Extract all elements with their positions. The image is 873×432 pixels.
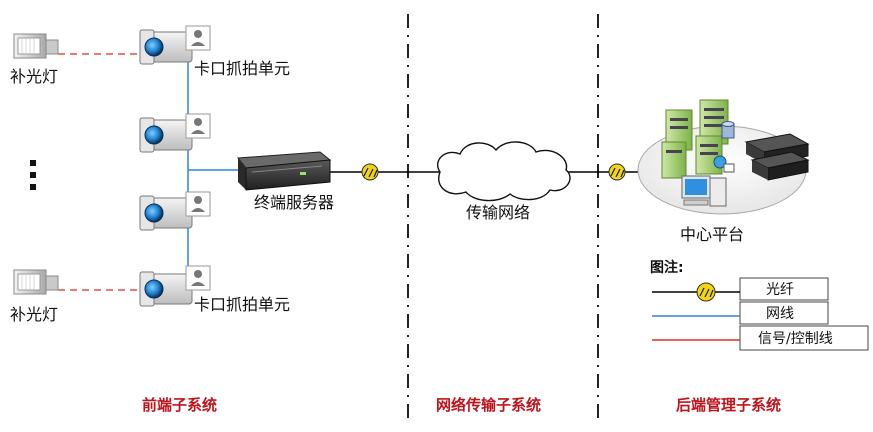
fill-light-label-top: 补光灯: [10, 67, 59, 86]
database-icon: [721, 121, 735, 139]
fill-light-icon-top: [13, 33, 59, 59]
terminal-server-icon: [237, 151, 332, 191]
fill-light-icon-bottom: [13, 269, 59, 295]
workstation-icon: [681, 175, 727, 207]
fiber-transceiver-icon-right: [608, 163, 626, 181]
server-tower-icon: [695, 135, 723, 175]
camera-icon-2: [139, 113, 211, 153]
capture-unit-label-bottom: 卡口抓拍单元: [194, 295, 291, 314]
subsystem-label-network: 网络传输子系统: [436, 396, 542, 414]
legend-label-fiber: 光纤: [766, 282, 794, 298]
network-cable-bus: [150, 48, 238, 290]
fill-light-label-bottom: 补光灯: [10, 305, 59, 324]
legend-box: [739, 277, 869, 351]
legend-label-signal-line: 信号/控制线: [758, 331, 833, 347]
legend-label-network-cable: 网线: [766, 306, 794, 322]
central-platform-icon: [637, 99, 810, 215]
camera-icon-1: [139, 25, 211, 65]
capture-unit-label-top: 卡口抓拍单元: [194, 59, 291, 78]
subsystem-label-back-end: 后端管理子系统: [676, 396, 782, 414]
server-tower-icon: [661, 141, 687, 179]
camera-icon-3: [139, 191, 211, 231]
legend-fiber-icon: [696, 282, 716, 302]
camera-icon-4: [139, 265, 211, 307]
globe-icon: [713, 155, 735, 173]
rack-server-icon: [744, 133, 810, 181]
subsystem-label-front-end: 前端子系统: [142, 396, 218, 414]
transport-network-label: 传输网络: [466, 203, 531, 222]
fiber-transceiver-icon-left: [361, 163, 379, 181]
central-platform-label: 中心平台: [680, 225, 745, 244]
cloud-icon: [437, 141, 571, 202]
legend-title: 图注:: [650, 260, 684, 276]
terminal-server-label: 终端服务器: [254, 193, 335, 212]
ellipsis-icon: [30, 160, 36, 190]
